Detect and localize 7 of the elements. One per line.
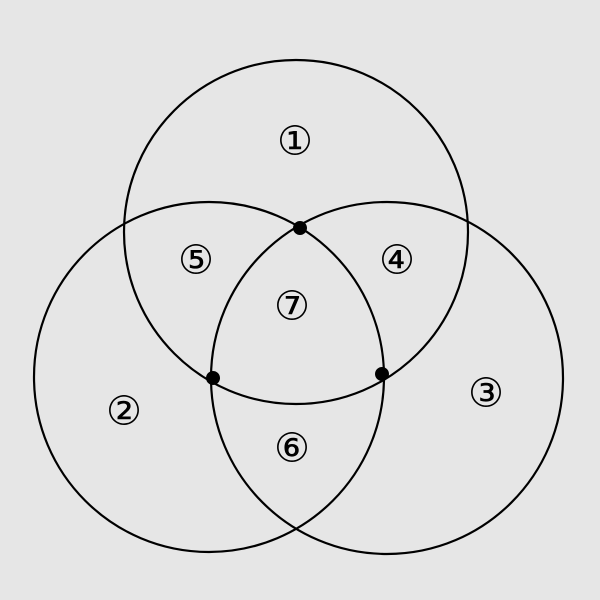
region-number: ③ — [471, 377, 501, 407]
region-number: ② — [109, 395, 139, 425]
region-number: ④ — [382, 244, 412, 274]
region-number: ① — [280, 125, 310, 155]
region-number: ⑦ — [277, 290, 307, 320]
region-number: ⑤ — [181, 244, 211, 274]
region-number: ⑥ — [277, 432, 307, 462]
